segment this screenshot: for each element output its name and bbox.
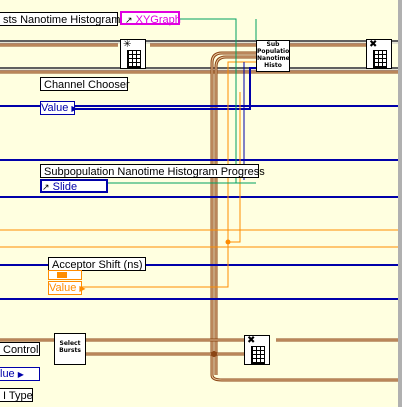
terminal-arrow-icon: ▶ xyxy=(17,370,24,379)
xygraph-icon: ↗ xyxy=(125,15,133,25)
close-vi-bottom[interactable]: ✖ xyxy=(244,335,270,365)
select-bursts-subvi[interactable]: Select Bursts xyxy=(54,333,86,365)
slide-label: Slide xyxy=(52,181,78,193)
close-grid-icon xyxy=(251,346,265,364)
nanotime-histogram-subvi[interactable]: Sub Populatio Nanotime Histo xyxy=(256,40,290,72)
array-vi-icon: ✳ xyxy=(123,39,132,50)
value-left-terminal[interactable]: lue ▶ xyxy=(0,367,40,381)
array-grid-icon xyxy=(127,50,141,68)
close-vi-icon: ✖ xyxy=(369,39,378,50)
xygraph-reference[interactable]: ↗ XYGraph xyxy=(120,11,181,26)
value-left-label: lue xyxy=(0,368,15,380)
histogram-title-label: sts Nanotime Histogram xyxy=(0,12,120,26)
terminal-arrow-icon: ▶ xyxy=(71,104,78,113)
slide-ref-icon: ↗ xyxy=(42,182,50,192)
top-gray-wires xyxy=(0,40,398,71)
acceptor-shift-label: Acceptor Shift (ns) xyxy=(48,257,146,271)
green-wire xyxy=(108,18,257,184)
channel-value-terminal[interactable]: Value ▶ xyxy=(40,101,78,115)
slide-reference[interactable]: ↗ Slide xyxy=(40,179,108,193)
close-vi-top[interactable]: ✖ xyxy=(366,39,392,69)
close-vi-icon: ✖ xyxy=(247,335,256,346)
orange-numeric-icon xyxy=(57,272,67,278)
channel-chooser-label: Channel Chooser xyxy=(40,77,130,91)
xygraph-label: XYGraph xyxy=(135,14,181,26)
progress-title-label: Subpopulation Nanotime Histogram Progres… xyxy=(40,164,265,178)
terminal-arrow-icon: ▶ xyxy=(79,284,86,293)
close-grid-icon xyxy=(373,50,387,68)
control-label: Control xyxy=(0,342,40,356)
acceptor-value-terminal[interactable]: Value ▶ xyxy=(48,281,86,295)
cluster-wires xyxy=(0,43,398,382)
nanotime-histogram-subvi-label: Sub Populatio Nanotime Histo xyxy=(257,41,290,69)
array-vi-top[interactable]: ✳ xyxy=(120,39,146,69)
acceptor-value-label: Value xyxy=(49,282,77,294)
i-type-label: I Type xyxy=(0,388,33,402)
acceptor-terminal-top xyxy=(48,270,82,280)
channel-value-label: Value xyxy=(41,102,69,114)
select-bursts-subvi-label: Select Bursts xyxy=(59,340,81,354)
